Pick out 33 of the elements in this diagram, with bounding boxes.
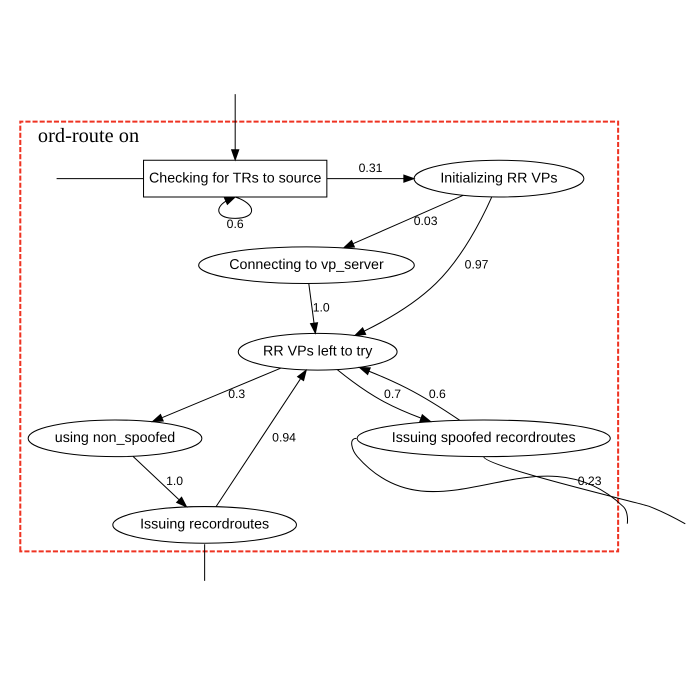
edge-label: 0.7 [384, 386, 402, 401]
edge-label: 0.3 [228, 386, 246, 401]
arrow [358, 366, 460, 420]
arrow [308, 283, 318, 334]
edge-label: 1.0 [312, 300, 330, 314]
connector [483, 456, 686, 524]
node-ellipse: using non_spoofed [28, 418, 202, 457]
arrow [342, 194, 464, 248]
arrow [336, 368, 432, 422]
node-ellipse: RR VPs left to try [238, 332, 398, 370]
edge-label: 0.31 [358, 160, 382, 175]
edge-label: 0.97 [464, 256, 488, 271]
arrow [230, 94, 240, 162]
edge-label: 0.03 [414, 214, 438, 228]
connector [351, 437, 628, 524]
edge-label: 0.6 [428, 386, 446, 401]
edge-label: 0.6 [226, 216, 244, 231]
edge-label: 0.23 [578, 473, 602, 488]
node-ellipse: Issuing recordroutes [112, 506, 297, 544]
node-ellipse: Initializing RR VPs [414, 159, 584, 197]
arrow [151, 367, 282, 422]
edge-label: 1.0 [166, 473, 184, 488]
connector [204, 544, 206, 580]
arrow [327, 174, 416, 182]
arrow [132, 456, 188, 508]
connector [56, 178, 144, 179]
node-ellipse: Issuing spoofed recordroutes [356, 418, 611, 457]
arrow [354, 196, 492, 336]
arrow [218, 196, 252, 218]
arrow [216, 368, 308, 506]
edge-label: 0.94 [272, 430, 296, 444]
node-box: Checking for TRs to source [143, 159, 328, 197]
node-ellipse: Connecting to vp_server [198, 246, 415, 284]
